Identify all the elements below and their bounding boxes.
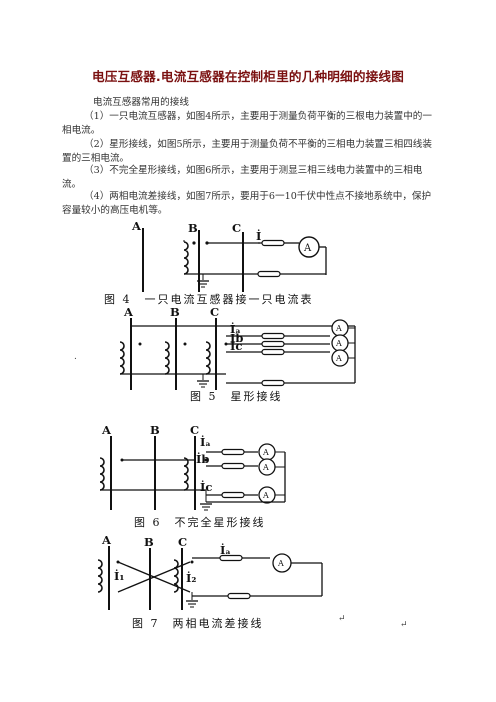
fig6-meter-1: A [262, 448, 269, 457]
fig4-phase-c: C [232, 221, 241, 235]
fig7-current-1: İ₁ [114, 569, 124, 583]
fig6-current-a: İₐ [200, 435, 211, 449]
fig6-phase-a: A [101, 423, 112, 437]
fig5-phase-b: B [170, 305, 180, 319]
page-title: 电压互感器.电流互感器在控制柜里的几种明细的接线图 [91, 69, 405, 84]
fig5-current-a: İₐ [230, 322, 241, 336]
fig6-current-b: İb [196, 452, 209, 466]
paragraph-3: （3）不完全星形接线，如图6所示，主要用于测显三相三线电力装置中的三相电流。 [62, 165, 423, 190]
fig4-phase-a: A [131, 219, 142, 233]
fig6-phase-c: C [190, 423, 199, 437]
fig4-current: İ [256, 229, 261, 243]
return-mark-2: ↵ [400, 620, 408, 630]
fig6-caption: 图 6 不完全星形接线 [134, 515, 266, 529]
figure-6: A B C İₐ İb İc A A A 图 6 不完全星形接线 [99, 423, 286, 529]
fig5-caption: 图 5 星形接线 [190, 389, 283, 403]
return-mark-1: ↵ [338, 614, 346, 624]
figure-5: A B C İₐ İb İc A A A 图 5 星形接线 [119, 305, 356, 403]
fig5-meter-2: A [335, 339, 342, 348]
fig7-phase-c: C [178, 535, 187, 549]
fig7-caption: 图 7 两相电流差接线 [132, 616, 264, 630]
fig5-current-b: İb [230, 331, 243, 345]
fig5-phase-a: A [123, 305, 134, 319]
fig5-meter-1: A [335, 324, 342, 333]
fig7-current-a: İₐ [220, 543, 231, 557]
fig5-meter-3: A [335, 354, 342, 363]
figure-7: A B C İₐ İ₁ İ₂ A 图 7 两相电流差接线 [97, 533, 323, 630]
fig4-caption: 图 4 一只电流互感器接一只电流表 [104, 292, 314, 306]
fig7-current-2: İ₂ [186, 571, 196, 585]
paragraph-1: （1）一只电流互感器，如图4所示，主要用于测量负荷平衡的三根电力装置中的一相电流… [62, 111, 432, 136]
section-heading: 电流互感器常用的接线 [93, 97, 189, 108]
figure-4: A B C İ A 图 4 一只电流互感器接一只电流表 [104, 219, 327, 306]
stray-mark: . [74, 352, 77, 362]
fig7-phase-b: B [144, 535, 154, 549]
fig6-phase-b: B [150, 423, 160, 437]
fig7-phase-a: A [101, 533, 112, 547]
fig7-meter: A [277, 559, 284, 568]
fig6-meter-2: A [262, 463, 269, 472]
paragraph-2: （2）星形接线，如图5所示，主要用于测量负荷不平衡的三相电力装置三相四线装置的三… [62, 139, 432, 164]
fig6-meter-3: A [262, 491, 269, 500]
paragraph-4: （4）两相电流差接线，如图7所示，要用于6一10千伏中性点不接地系统中，保护容量… [62, 191, 432, 216]
fig5-current-c: İc [230, 339, 242, 353]
fig4-phase-b: B [188, 221, 198, 235]
fig5-phase-c: C [210, 305, 219, 319]
fig4-ammeter-label: A [303, 243, 312, 254]
